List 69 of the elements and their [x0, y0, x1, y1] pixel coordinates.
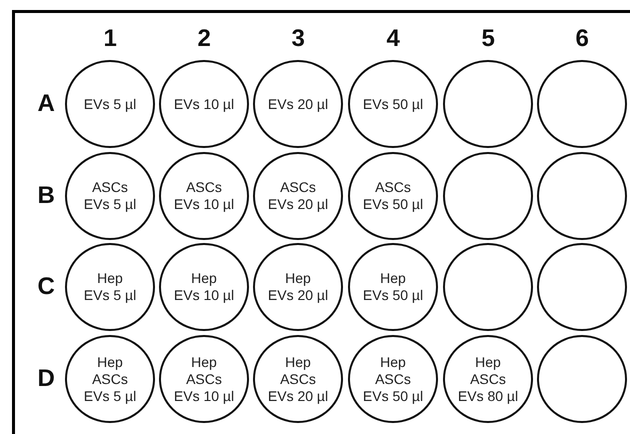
well-circle — [348, 152, 438, 240]
well-label: Hep — [191, 270, 217, 287]
well-label: ASCs — [375, 179, 411, 196]
well-label: EVs 20 µl — [268, 287, 328, 304]
well-circle — [65, 60, 155, 148]
well-label: EVs 50 µl — [362, 287, 424, 304]
well-label: ASCs — [280, 370, 316, 388]
well-circle — [159, 335, 249, 423]
well-label: ASCs — [92, 370, 128, 388]
row-letter: A — [38, 91, 55, 117]
column-number: 4 — [386, 26, 400, 52]
well-label: EVs 5 µl — [84, 287, 136, 304]
well-circle — [348, 60, 438, 148]
well-circle — [348, 335, 438, 423]
column-number: 2 — [198, 26, 211, 52]
well-label: EVs 50 µl — [362, 388, 424, 404]
well-label: EVs 20 µl — [268, 196, 328, 213]
column-number: 3 — [292, 26, 305, 52]
column-number: 5 — [482, 26, 495, 52]
well-label: Hep — [475, 354, 501, 370]
well-circle — [65, 243, 155, 331]
well-label: EVs 80 µl — [458, 388, 518, 404]
well-label: EVs 20 µl — [268, 388, 328, 404]
well-label: ASCs — [375, 370, 411, 388]
well-circle — [253, 152, 343, 240]
well-label: EVs 20 µl — [268, 96, 328, 112]
well-circle — [537, 243, 627, 331]
well-label: Hep — [380, 270, 406, 287]
well-circle — [65, 335, 155, 423]
well-circle — [443, 335, 533, 423]
well-circle — [253, 243, 343, 331]
well-label: Hep — [97, 270, 123, 287]
well-label: ASCs — [280, 179, 316, 196]
well-label: EVs 10 µl — [174, 96, 234, 112]
well-circle — [159, 152, 249, 240]
well-label: EVs 5 µl — [84, 388, 136, 404]
well-label: EVs 5 µl — [84, 96, 136, 112]
row-letter: B — [38, 183, 55, 209]
well-circle — [253, 60, 343, 148]
well-label: Hep — [285, 354, 311, 370]
well-circle — [537, 335, 627, 423]
well-circle — [65, 152, 155, 240]
well-circle — [159, 60, 249, 148]
column-number: 6 — [576, 26, 589, 52]
well-circle — [348, 243, 438, 331]
well-label: ASCs — [92, 179, 128, 196]
well-circle — [443, 60, 533, 148]
row-letter: D — [38, 366, 55, 392]
well-circle — [253, 335, 343, 423]
well-circle — [443, 243, 533, 331]
well-label: Hep — [380, 354, 406, 370]
well-label: Hep — [191, 354, 217, 370]
well-circle — [537, 60, 627, 148]
well-label: ASCs — [470, 370, 506, 388]
well-label: EVs 50 µl — [362, 196, 424, 213]
well-circle — [159, 243, 249, 331]
well-label: Hep — [97, 354, 123, 370]
column-number: 1 — [104, 26, 117, 52]
well-label: ASCs — [186, 179, 222, 196]
well-label: EVs 10 µl — [174, 196, 234, 213]
well-label: EVs 10 µl — [174, 388, 234, 404]
well-circle — [537, 152, 627, 240]
well-label: ASCs — [186, 370, 222, 388]
well-label: EVs 10 µl — [174, 287, 234, 304]
well-label: Hep — [285, 270, 311, 287]
row-letter: C — [38, 274, 55, 300]
well-circle — [443, 152, 533, 240]
well-label: EVs 50 µl — [362, 96, 424, 112]
well-label: EVs 5 µl — [84, 196, 136, 213]
